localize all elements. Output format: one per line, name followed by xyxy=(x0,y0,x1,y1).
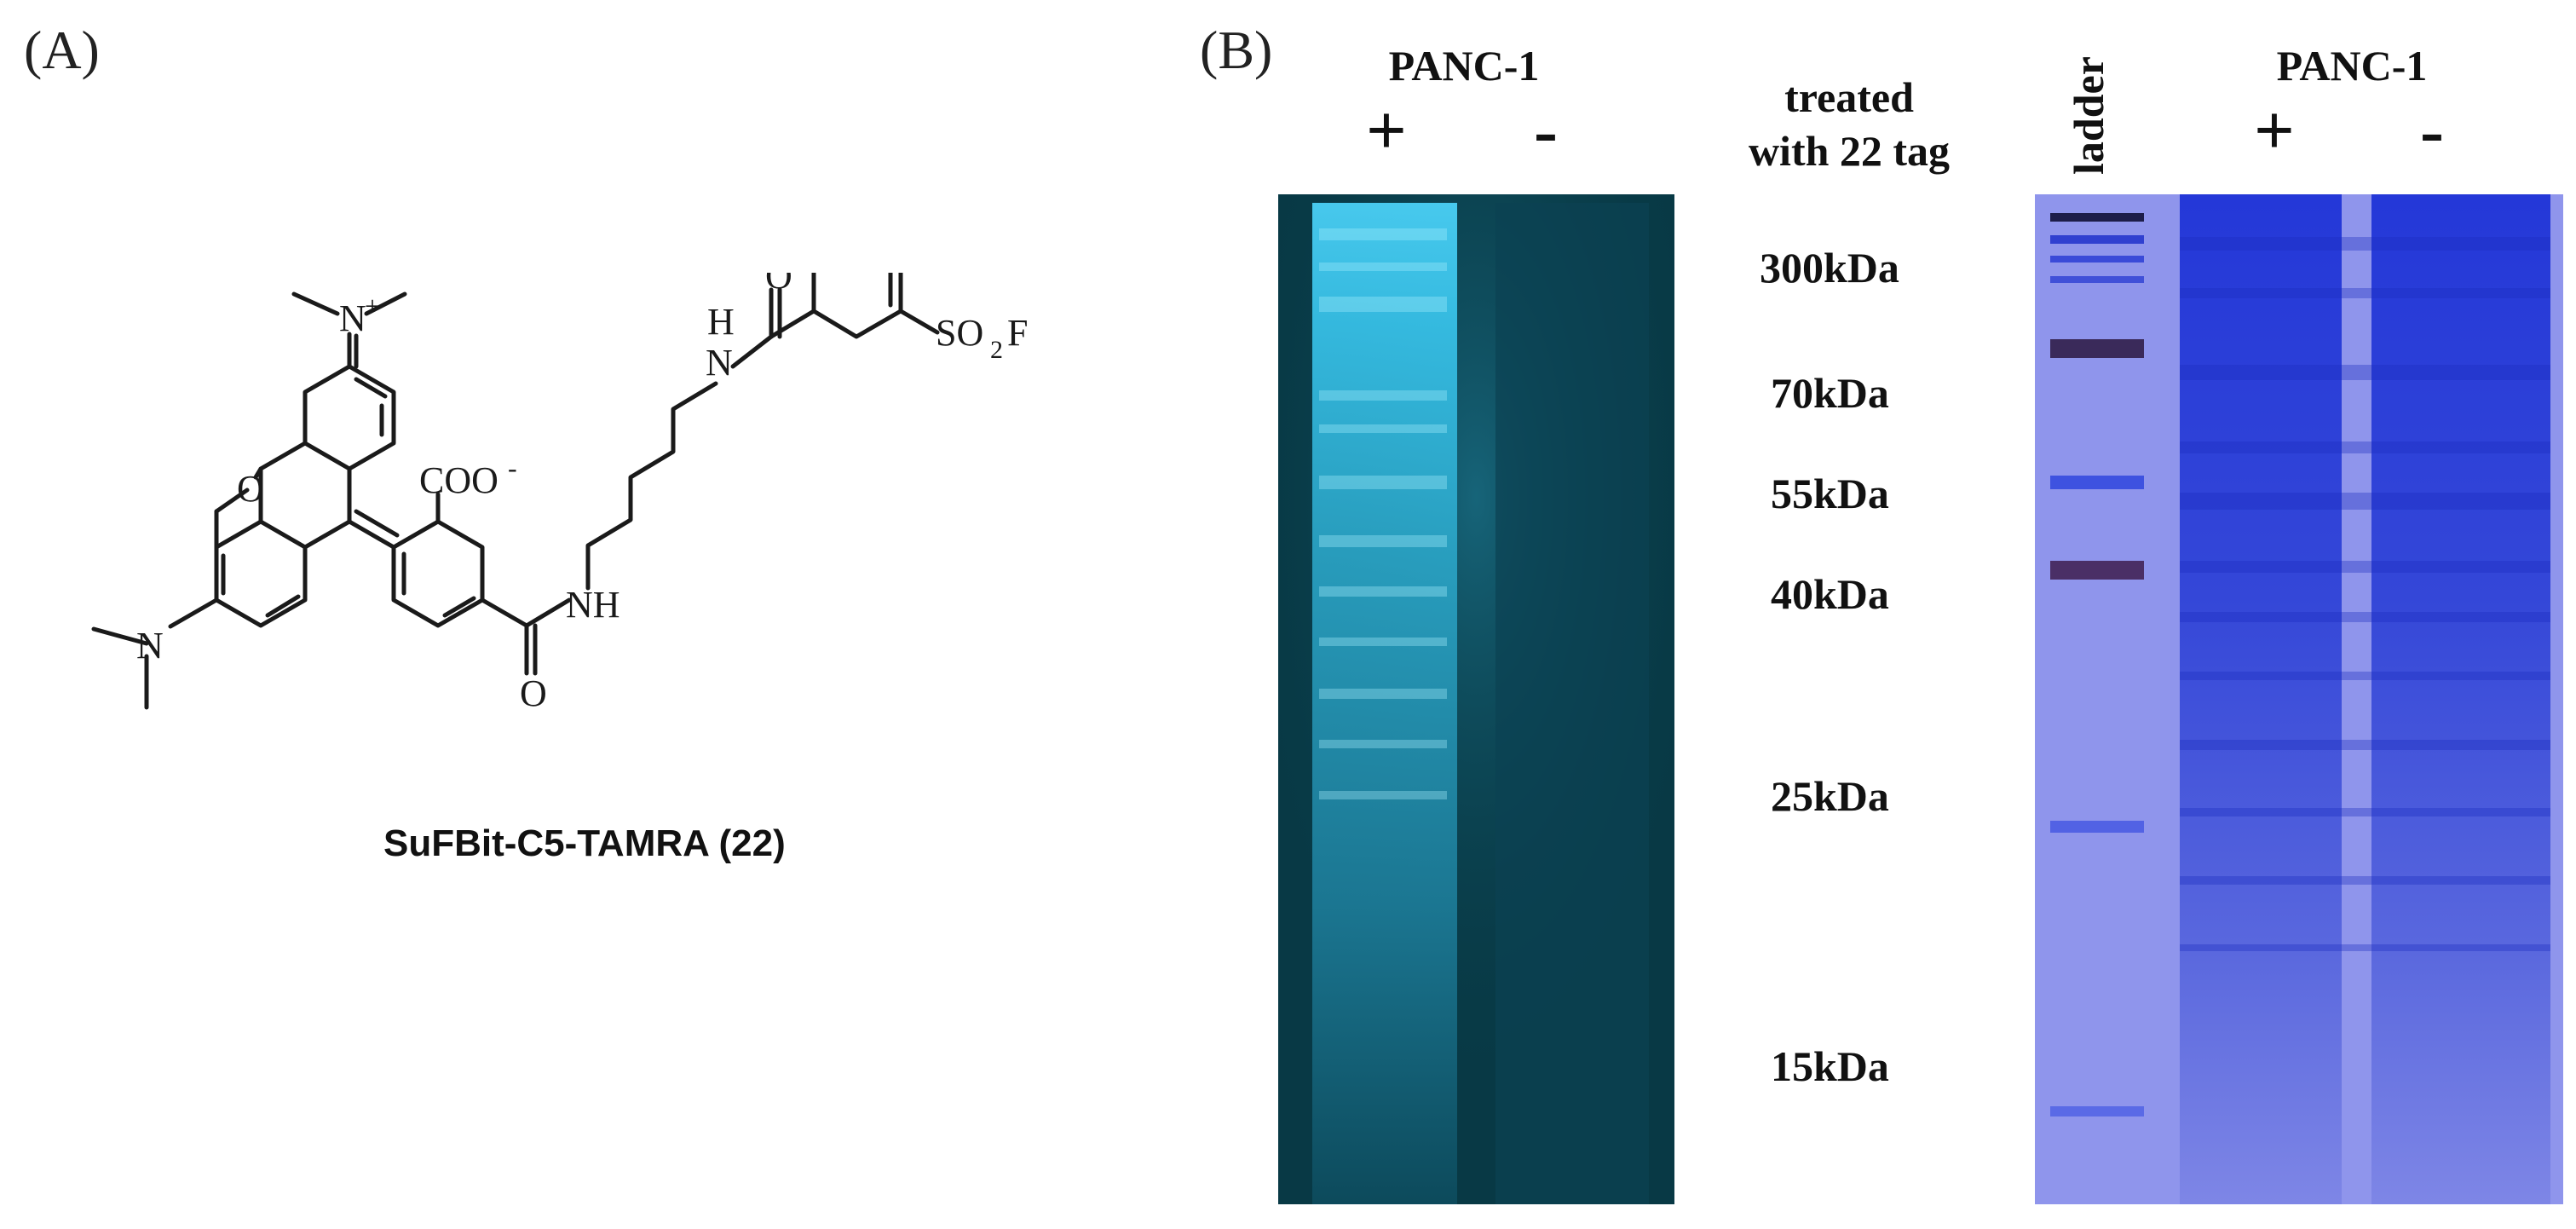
fluorescence-gel-image xyxy=(1278,194,1674,1204)
atom-o-amide2: O xyxy=(765,273,792,297)
pentyl-chain xyxy=(585,381,718,591)
panel-b-label: (B) xyxy=(1200,20,1273,80)
atom-n-left: N xyxy=(136,625,164,666)
benzoate-ring xyxy=(391,519,485,628)
treatment-label-line1: treated xyxy=(1784,73,1914,121)
stain-lane-plus-label: + xyxy=(2254,91,2295,170)
atom-o-ring: O xyxy=(237,468,264,510)
stain-lane-plus xyxy=(2180,194,2342,1204)
coomassie-gel-image xyxy=(2035,194,2563,1204)
fluor-lane-minus-label: - xyxy=(1534,91,1558,170)
mw-marker-55: 55kDa xyxy=(1771,470,1889,517)
mw-marker-40: 40kDa xyxy=(1771,570,1889,618)
fluor-lane-minus xyxy=(1495,203,1649,1204)
ladder-label: ladder xyxy=(2065,56,2112,175)
ladder-lane xyxy=(2050,213,2144,1116)
fluor-gel-title: PANC-1 xyxy=(1388,42,1540,89)
fluor-lane-plus-label: + xyxy=(1366,91,1407,170)
xanthene-left-ring xyxy=(214,519,308,628)
mw-marker-300: 300kDa xyxy=(1760,244,1899,291)
atom-plus: + xyxy=(365,291,380,321)
atom-o-amide1: O xyxy=(520,672,547,714)
fluor-lane-plus xyxy=(1312,203,1457,1204)
chemical-structure: N + O N COO - NH O H N O SO 2 F xyxy=(91,273,1028,714)
stain-lane-minus-label: - xyxy=(2420,91,2444,170)
atom-n-upper: N xyxy=(706,342,733,384)
panel-a-label: (A) xyxy=(24,20,100,80)
mw-marker-25: 25kDa xyxy=(1771,772,1889,820)
atom-coo: COO xyxy=(419,459,498,501)
stain-gel-title: PANC-1 xyxy=(2276,42,2428,89)
xanthene-central-ring xyxy=(258,441,352,550)
treatment-label-line2: with 22 tag xyxy=(1748,127,1951,175)
atom-so-sub: 2 xyxy=(990,336,1003,364)
atom-coo-minus: - xyxy=(508,453,517,483)
atom-nh-lower: NH xyxy=(566,584,620,626)
atom-so: SO xyxy=(936,312,983,354)
compound-caption: SuFBit-C5-TAMRA (22) xyxy=(383,822,786,864)
atom-h-upper: H xyxy=(707,301,735,343)
atom-f: F xyxy=(1007,312,1028,354)
mw-marker-15: 15kDa xyxy=(1771,1042,1889,1090)
sulfonyl-ring xyxy=(811,273,903,339)
stain-lane-minus xyxy=(2371,194,2550,1204)
atom-n-top: N xyxy=(339,297,366,339)
mw-marker-70: 70kDa xyxy=(1771,369,1889,417)
